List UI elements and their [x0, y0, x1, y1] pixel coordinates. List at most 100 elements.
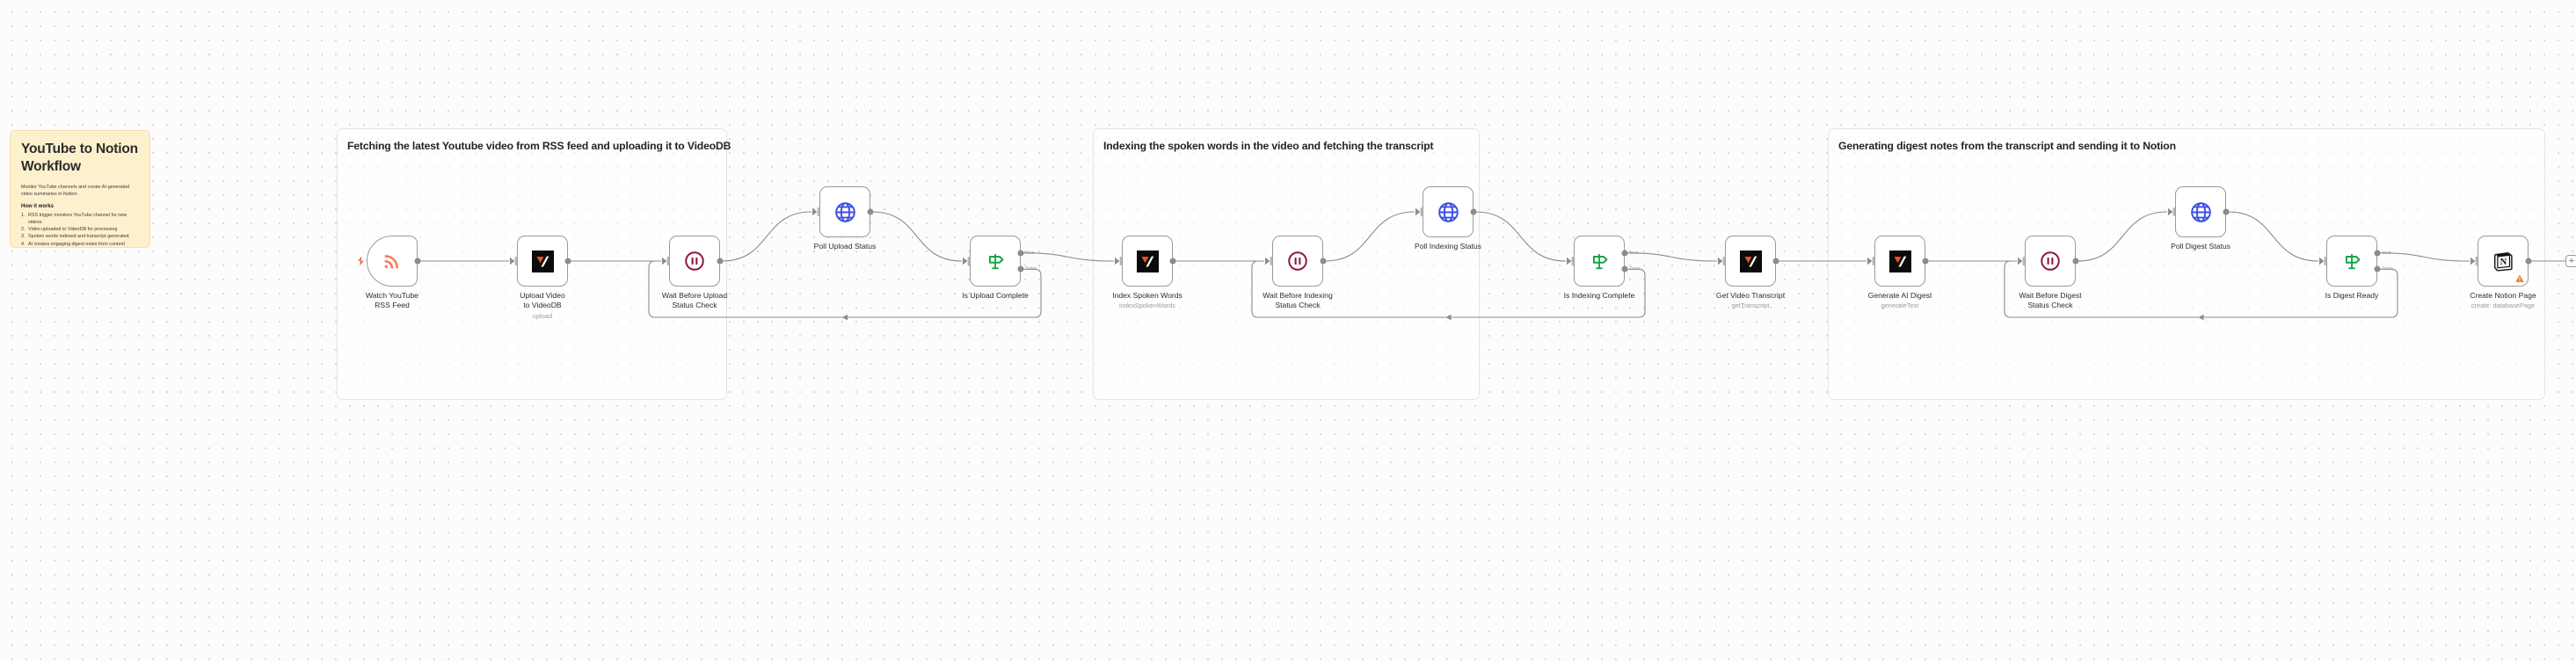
output-port[interactable] [414, 258, 421, 265]
node-label-text: Is Upload Complete [962, 291, 1029, 300]
list-item: Video uploaded to VideoDB for processing [21, 226, 118, 233]
pause-icon [683, 250, 706, 272]
output-port[interactable] [1772, 258, 1779, 265]
list-item: RSS trigger monitors YouTube channel for… [21, 212, 127, 226]
node-subtitle: indexSpokenWords [1119, 301, 1175, 310]
output-port[interactable] [717, 258, 724, 265]
list-item: Spoken words indexed and transcript gene… [21, 233, 129, 240]
workflow-section-digest[interactable]: Generating digest notes from the transcr… [1828, 128, 2545, 400]
output-port[interactable] [1320, 258, 1327, 265]
workflow-node-poll-digest-status[interactable]: Poll Digest Status [2168, 186, 2230, 251]
output-port-true[interactable] [1621, 250, 1628, 257]
output-port-false[interactable] [2374, 265, 2381, 272]
workflow-node-is-upload-complete[interactable]: true false Is Upload Complete [962, 236, 1037, 300]
node-label-text: Index Spoken Words [1112, 291, 1182, 300]
output-port[interactable] [1470, 208, 1477, 215]
node-label: Is Digest Ready [2325, 291, 2379, 301]
node-label-text: Poll Indexing Status [1415, 242, 1481, 251]
if-icon [1588, 250, 1611, 272]
input-arrow [1415, 207, 1423, 216]
port-label-true: true [2383, 251, 2391, 256]
warning-icon[interactable] [2515, 274, 2524, 283]
output-port-false[interactable] [1621, 265, 1628, 272]
input-arrow [1867, 257, 1875, 265]
node-label: Poll Digest Status [2171, 242, 2230, 251]
node-subtitle: getTranscript [1731, 301, 1770, 310]
input-arrow [963, 257, 971, 265]
videodb-icon [1136, 250, 1159, 272]
output-port[interactable] [2223, 208, 2230, 215]
node-label-text: Is Digest Ready [2325, 291, 2379, 300]
pause-icon [2039, 250, 2062, 272]
node-label: Is Upload Complete [962, 291, 1028, 301]
input-arrow [1567, 257, 1575, 265]
output-port[interactable] [564, 258, 571, 265]
output-port[interactable] [2072, 258, 2079, 265]
output-port-true[interactable] [2374, 250, 2381, 257]
notion-icon: N [2492, 250, 2515, 273]
svg-text:N: N [2500, 258, 2507, 267]
node-label-text: Poll Digest Status [2171, 242, 2230, 251]
add-node-button[interactable]: + [2565, 255, 2576, 267]
port-label-true: true [1026, 251, 1035, 256]
rss-icon [382, 251, 403, 272]
sticky-note-title: YouTube to Notion Workflow [21, 142, 138, 174]
workflow-node-poll-indexing-status[interactable]: Poll Indexing Status [1415, 186, 1481, 251]
output-port[interactable] [2525, 258, 2532, 265]
if-icon [2340, 250, 2363, 272]
globe-icon [2189, 200, 2213, 224]
input-arrow [1718, 257, 1726, 265]
output-port-false[interactable] [1017, 265, 1024, 272]
node-subtitle: upload [532, 311, 553, 320]
node-label-text: Generate AI Digest [1867, 291, 1932, 300]
input-arrow [812, 207, 820, 216]
sticky-note-subtitle: Monitor YouTube channels and create AI-g… [21, 184, 129, 197]
workflow-node-poll-upload-status[interactable]: Poll Upload Status [812, 186, 876, 251]
input-arrow [510, 257, 518, 265]
input-arrow [2018, 257, 2026, 265]
node-label-text: Create Notion Page [2470, 291, 2536, 300]
output-port[interactable] [1922, 258, 1929, 265]
output-port[interactable] [867, 208, 874, 215]
output-port-true[interactable] [1017, 250, 1024, 257]
input-arrow [1115, 257, 1123, 265]
videodb-icon [531, 250, 554, 272]
node-label: Poll Upload Status [814, 242, 877, 251]
sticky-note[interactable]: YouTube to Notion Workflow Monitor YouTu… [10, 130, 150, 248]
input-arrow [2168, 207, 2176, 216]
node-subtitle: create: databasePage [2470, 301, 2536, 310]
globe-icon [833, 200, 857, 224]
output-port[interactable] [1169, 258, 1176, 265]
section-title: Generating digest notes from the transcr… [1838, 140, 2176, 152]
how-it-works-list: RSS trigger monitors YouTube channel for… [21, 212, 139, 247]
pause-icon [1286, 250, 1309, 272]
port-label-false: false [1026, 266, 1037, 272]
port-label-true: true [1630, 251, 1639, 256]
sticky-note-how-heading: How it works [21, 203, 55, 209]
list-item: AI creates engaging digest notes from co… [21, 241, 125, 247]
node-label: Is Indexing Complete [1564, 291, 1635, 301]
